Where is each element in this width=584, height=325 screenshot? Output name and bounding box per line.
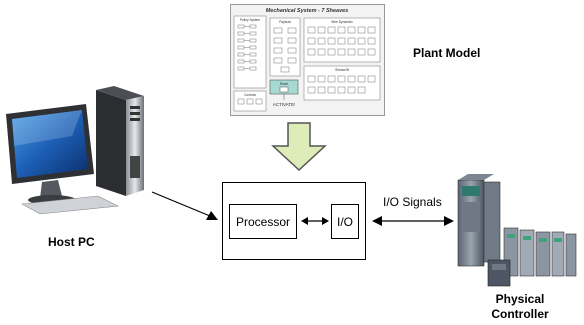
io-label: I/O <box>336 214 353 229</box>
processor-label: Processor <box>235 214 291 229</box>
physical-controller-label: Physical Controller <box>474 292 566 322</box>
svg-text:Payload: Payload <box>279 20 291 24</box>
physical-controller-label-line1: Physical <box>495 292 545 306</box>
svg-text:Controls: Controls <box>244 93 256 97</box>
physical-controller <box>454 172 580 290</box>
svg-text:Pulley System: Pulley System <box>240 18 261 22</box>
plc-hardware-icon <box>457 174 577 287</box>
svg-text:Wire Dynamics: Wire Dynamics <box>331 20 353 24</box>
physical-controller-label-line2: Controller <box>491 307 549 321</box>
svg-text:Reset: Reset <box>280 82 288 86</box>
plant-model-screenshot: Mechanical System - 7 Sheaves Pulley Sys… <box>230 4 385 116</box>
processor-box: Processor <box>229 204 297 239</box>
processor-io-double-arrow <box>301 217 329 225</box>
io-box: I/O <box>331 204 359 239</box>
plant-model-title: Mechanical System - 7 Sheaves <box>266 8 349 14</box>
desktop-computer-icon <box>6 86 144 215</box>
activate-text: ACTIVATE! <box>273 102 296 107</box>
target-computer-box: Processor I/O <box>222 182 366 260</box>
io-signals-label: I/O Signals <box>383 195 442 209</box>
svg-text:Sheave/B: Sheave/B <box>335 68 349 72</box>
down-arrow <box>271 122 327 172</box>
io-signals-double-arrow <box>372 216 454 226</box>
host-pc-label: Host PC <box>48 235 95 249</box>
host-to-target-arrow <box>151 191 218 220</box>
plant-model-label: Plant Model <box>413 46 481 60</box>
host-pc <box>2 86 162 216</box>
